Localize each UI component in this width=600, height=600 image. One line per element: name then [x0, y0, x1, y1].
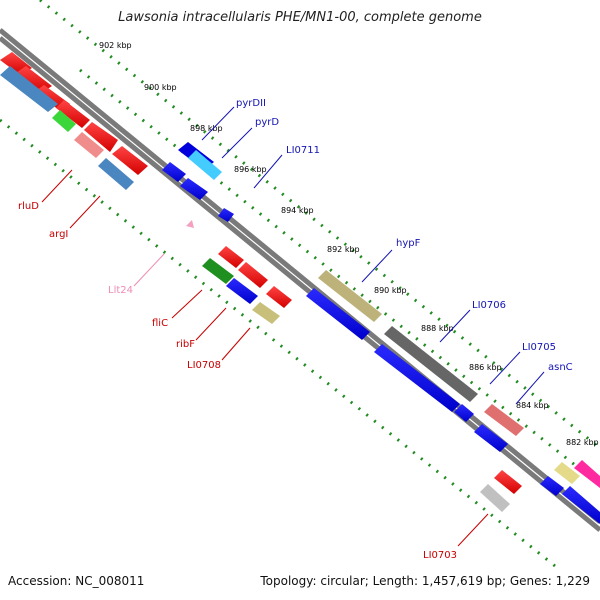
gene-block	[202, 258, 234, 284]
leader-line	[221, 327, 251, 361]
leader-line	[439, 309, 471, 343]
leader-line	[515, 371, 545, 405]
genome-backbone	[0, 28, 600, 532]
gene-label-pyrd: pyrD	[255, 117, 279, 128]
gene-block	[494, 470, 522, 494]
gene-label-li0706: LI0706	[472, 300, 506, 311]
gene-block	[84, 122, 118, 152]
gene-block	[162, 162, 186, 182]
leader-line	[361, 249, 393, 283]
gene-block	[218, 246, 244, 268]
organism-name: Lawsonia intracellularis PHE/MN1-00, com…	[118, 10, 482, 25]
gene-labels-forward: pyrDII pyrD LI0711 hypF LI0706 LI0705 as…	[236, 98, 573, 373]
leader-line	[489, 351, 521, 385]
leader-line	[221, 127, 253, 159]
gene-block	[0, 66, 58, 112]
leader-line	[253, 154, 283, 189]
gene-label-li0711: LI0711	[286, 145, 320, 156]
gene-label-rlud: rluD	[18, 201, 39, 212]
gene-block	[266, 286, 292, 308]
label-leaders	[41, 106, 545, 547]
gene-block	[74, 132, 104, 158]
gene-label-hypf: hypF	[396, 238, 421, 249]
gene-block	[112, 146, 148, 175]
tick-line-inner-reverse	[0, 118, 561, 572]
gene-label-flic: fliC	[152, 318, 168, 329]
gene-block	[306, 288, 370, 340]
topology-text: Topology: circular; Length: 1,457,619 bp…	[260, 574, 590, 588]
leader-line	[41, 169, 73, 203]
gene-block	[238, 262, 268, 288]
tick-label: 886 kbp	[469, 363, 502, 372]
leader-line	[195, 307, 227, 341]
leader-line	[69, 195, 101, 229]
tick-line-outer-forward	[39, 0, 600, 450]
tick-label: 888 kbp	[421, 324, 454, 333]
gene-block	[252, 302, 280, 324]
gene-labels-reverse: rluD argI Llt24 fliC ribF LI0708 LI0703	[18, 201, 457, 561]
gene-block	[318, 270, 382, 322]
tick-label: 882 kbp	[566, 438, 599, 447]
gene-block-group-center	[162, 142, 292, 324]
tick-line-inner-forward	[79, 68, 600, 487]
tick-labels: 902 kbp 900 kbp 898 kbp 896 kbp 894 kbp …	[99, 41, 599, 447]
gene-block	[474, 424, 508, 452]
gene-block	[56, 100, 90, 128]
tick-label: 892 kbp	[327, 245, 360, 254]
tick-label: 900 kbp	[144, 83, 177, 92]
accession-text: Accession: NC_008011	[8, 574, 145, 588]
gene-block	[562, 486, 600, 524]
tick-label: 884 kbp	[516, 401, 549, 410]
gene-label-argi: argI	[49, 229, 68, 240]
gene-block	[574, 460, 600, 488]
gene-label-pyrdii: pyrDII	[236, 98, 266, 109]
tick-label: 896 kbp	[234, 165, 267, 174]
gene-block	[484, 404, 524, 436]
leader-line	[171, 289, 203, 319]
gene-block-group-right	[306, 270, 600, 524]
tick-label: 890 kbp	[374, 286, 407, 295]
gene-block	[226, 278, 258, 304]
gene-block	[384, 326, 478, 402]
gene-block-group-left	[0, 52, 148, 190]
gene-label-ribf: ribF	[176, 339, 195, 350]
tick-label: 894 kbp	[281, 206, 314, 215]
gene-label-asnc: asnC	[548, 362, 573, 373]
gene-label-li0703: LI0703	[423, 550, 457, 561]
gene-block	[554, 462, 580, 484]
gene-block	[374, 344, 460, 412]
tick-label: 902 kbp	[99, 41, 132, 50]
gene-block	[540, 476, 564, 496]
gene-block	[180, 178, 208, 200]
leader-line	[133, 253, 165, 287]
gene-block	[454, 404, 474, 422]
gene-label-li0708: LI0708	[187, 360, 221, 371]
leader-line	[457, 513, 489, 547]
gene-block	[98, 158, 134, 190]
gene-block	[218, 208, 234, 222]
gene-label-llt24: Llt24	[108, 285, 133, 296]
tick-label: 898 kbp	[190, 124, 223, 133]
leader-line	[201, 106, 235, 141]
map-title: Lawsonia intracellularis PHE/MN1-00, com…	[0, 10, 600, 25]
gene-block	[188, 150, 222, 180]
gene-block	[52, 110, 76, 132]
gene-label-li0705: LI0705	[522, 342, 556, 353]
gene-block	[480, 484, 510, 512]
gene-block	[186, 220, 194, 228]
